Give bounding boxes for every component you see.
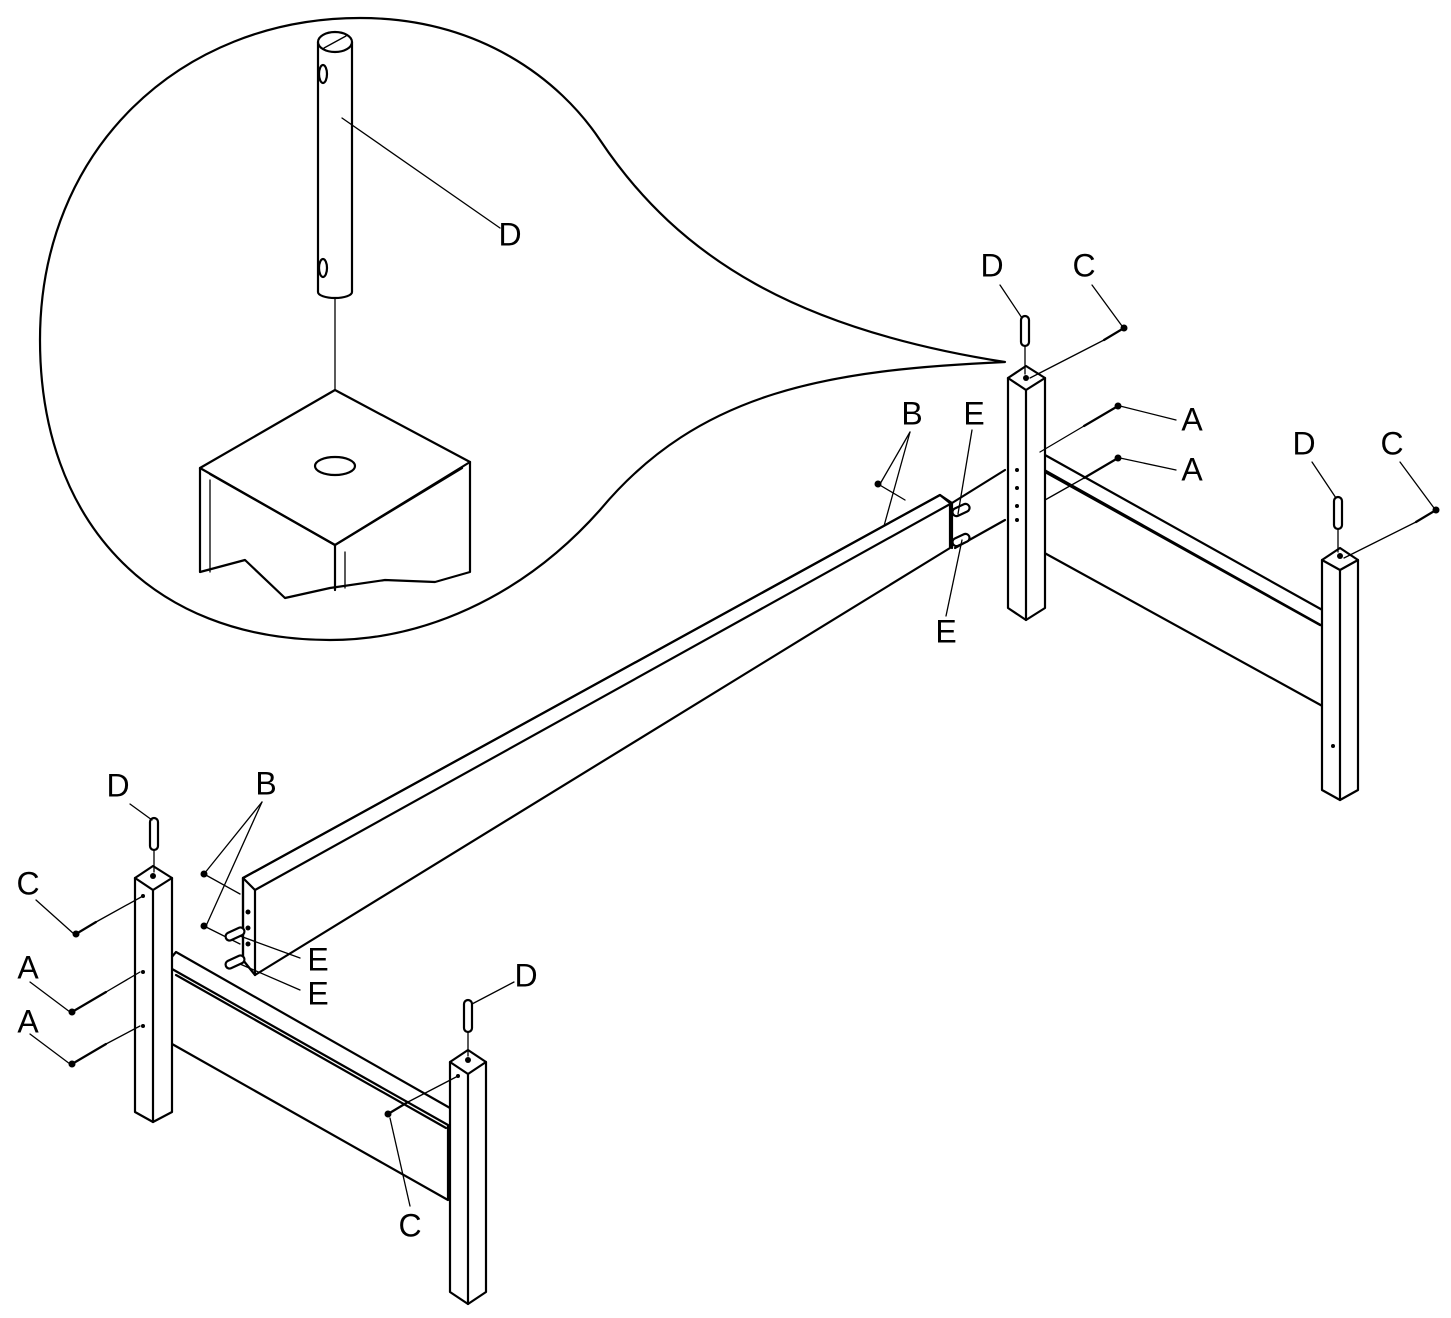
- bolt-a-2: [1044, 454, 1122, 501]
- bolt-c-1: [1029, 324, 1128, 379]
- label-d-foot-right: D: [514, 957, 537, 993]
- bolt-b-1: [874, 480, 906, 501]
- hook-e-1: [951, 502, 971, 518]
- bolt-c-4: [384, 1075, 459, 1118]
- hook-e-3: [224, 926, 246, 942]
- label-b-near: B: [255, 765, 276, 801]
- footboard-frame: [133, 864, 488, 1306]
- label-d-head-right: D: [1292, 425, 1315, 461]
- dowel-pin-d-2: [1332, 495, 1344, 553]
- bolt-c-3: [72, 895, 144, 938]
- label-d-foot-left: D: [106, 767, 129, 803]
- hook-e-2: [951, 532, 971, 548]
- bolt-a-3: [68, 971, 141, 1016]
- dowel-pin-d-3: [148, 816, 160, 873]
- bolt-a-1: [1039, 402, 1122, 453]
- label-a-head-2: A: [1181, 451, 1203, 487]
- bolt-b-3: [200, 922, 241, 945]
- label-c-foot-bottom: C: [398, 1207, 421, 1243]
- dowel-pin-d-1: [1019, 314, 1031, 375]
- bolt-a-4: [68, 1025, 141, 1068]
- callout-outline: [38, 16, 1007, 642]
- label-e-far-bottom: E: [935, 613, 956, 649]
- headboard-frame: [950, 364, 1360, 802]
- headboard-post-left: [1006, 364, 1047, 622]
- label-d-detail: D: [498, 216, 521, 252]
- label-b-far: B: [901, 395, 922, 431]
- leader-lines: [29, 284, 1435, 1207]
- label-d-head-left: D: [980, 247, 1003, 283]
- hook-e-4: [224, 954, 246, 970]
- label-c-head-left: C: [1072, 247, 1095, 283]
- label-a-foot-2: A: [17, 1003, 39, 1039]
- post-top-enlarged: [198, 388, 472, 600]
- dowel-pin-d-4: [462, 998, 474, 1057]
- label-e-near-1: E: [307, 941, 328, 977]
- label-e-far-top: E: [963, 395, 984, 431]
- label-c-foot-left: C: [16, 865, 39, 901]
- label-a-head-1: A: [1181, 401, 1203, 437]
- bolt-c-2: [1343, 506, 1440, 559]
- footboard-post-right: [448, 1048, 488, 1306]
- label-c-head-right: C: [1380, 425, 1403, 461]
- bolt-b-2: [200, 870, 241, 895]
- headboard-post-right: [1320, 546, 1360, 802]
- label-a-foot-1: A: [17, 949, 39, 985]
- part-labels: D D C A A D C B E E D B C E E A A D C: [16, 216, 1403, 1243]
- footboard-post-left: [133, 864, 174, 1124]
- dowel-pin-enlarged: [316, 30, 501, 449]
- detail-callout: [38, 16, 1007, 642]
- side-rail: [241, 493, 954, 977]
- label-e-near-2: E: [307, 975, 328, 1011]
